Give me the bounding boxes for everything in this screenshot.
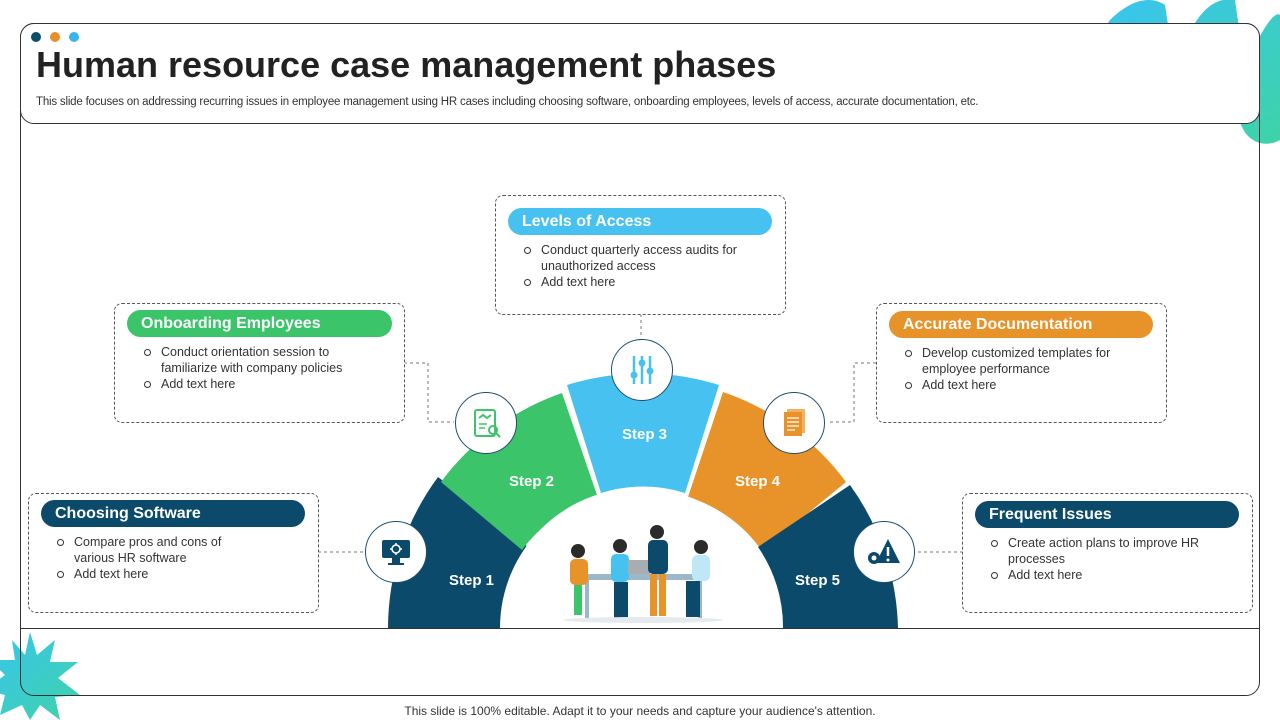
page-title: Human resource case management phases: [36, 44, 777, 85]
connector-step-2: [404, 362, 454, 423]
levels-of-access-bullets: Conduct quarterly access audits for unau…: [522, 242, 762, 290]
dot-3: [69, 32, 79, 42]
list-item: Create action plans to improve HR proces…: [989, 535, 1219, 567]
onboarding-handshake-icon: [455, 392, 517, 454]
step-4-label: Step 4: [735, 473, 781, 490]
step-4-segment: [688, 392, 846, 551]
levels-of-access-title: Levels of Access: [508, 208, 772, 235]
software-monitor-icon: [365, 521, 427, 583]
onboarding-employees-title: Onboarding Employees: [127, 310, 392, 337]
accurate-documentation-bullets: Develop customized templates for employe…: [903, 345, 1133, 393]
step-1-label: Step 1: [449, 572, 495, 589]
center-half-disc: [500, 488, 780, 628]
frequent-issues-title: Frequent Issues: [975, 501, 1239, 528]
list-item: Develop customized templates for employe…: [903, 345, 1133, 377]
list-item: Add text here: [522, 274, 762, 290]
step-5-segment: [758, 485, 898, 628]
step-5-label: Step 5: [795, 572, 841, 589]
footer-divider: [20, 628, 1260, 629]
step-3-label: Step 3: [622, 426, 668, 443]
header-box: [20, 23, 1260, 124]
list-item: Compare pros and cons of various HR soft…: [55, 534, 225, 566]
dot-2: [50, 32, 60, 42]
team-meeting-illustration: [563, 525, 723, 623]
frequent-issues-bullets: Create action plans to improve HR proces…: [989, 535, 1219, 583]
list-item: Add text here: [55, 566, 225, 582]
list-item: Conduct orientation session to familiari…: [142, 344, 372, 376]
dot-1: [31, 32, 41, 42]
documents-icon: [763, 392, 825, 454]
warning-gear-icon: [853, 521, 915, 583]
page-subtitle: This slide focuses on addressing recurri…: [36, 96, 979, 108]
accurate-documentation-title: Accurate Documentation: [889, 311, 1153, 338]
list-item: Add text here: [989, 567, 1219, 583]
list-item: Conduct quarterly access audits for unau…: [522, 242, 762, 274]
window-dots: [31, 32, 79, 42]
footer-note: This slide is 100% editable. Adapt it to…: [404, 704, 876, 718]
list-item: Add text here: [903, 377, 1133, 393]
onboarding-employees-bullets: Conduct orientation session to familiari…: [142, 344, 372, 392]
step-2-segment: [441, 393, 598, 550]
sliders-icon: [611, 339, 673, 401]
step-2-label: Step 2: [509, 473, 555, 490]
choosing-software-bullets: Compare pros and cons of various HR soft…: [55, 534, 225, 582]
choosing-software-title: Choosing Software: [41, 500, 305, 527]
connector-step-4: [828, 362, 876, 423]
list-item: Add text here: [142, 376, 372, 392]
step-1-segment: [388, 477, 528, 628]
step-3-segment: [567, 373, 719, 493]
